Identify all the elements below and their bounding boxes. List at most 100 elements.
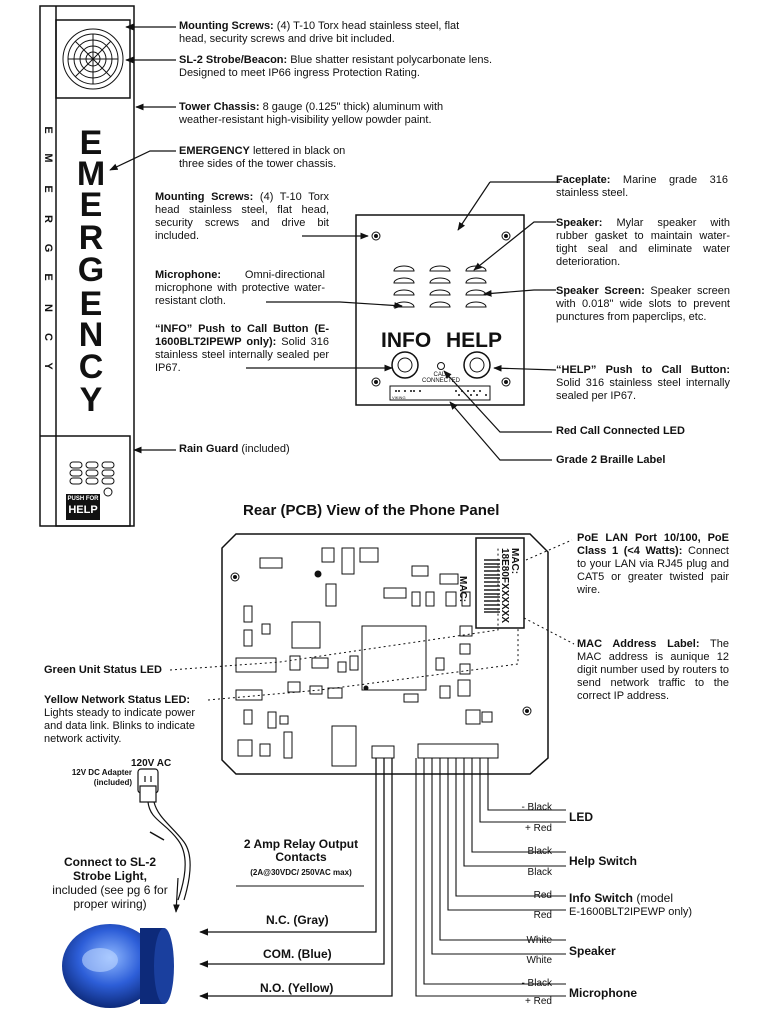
info-button-callout: “INFO” Push to Call Button (E-1600BLT2IP… <box>155 323 329 375</box>
rain-guard-callout: Rain Guard (included) <box>179 443 379 456</box>
callout-text: Solid 316 stainless steel internally sea… <box>155 336 330 374</box>
poe-callout: PoE LAN Port 10/100, PoE Class 1 (<4 Wat… <box>577 532 729 597</box>
emergency-letter: E <box>79 186 103 224</box>
help-button-plate <box>66 494 100 520</box>
callout-text: Solid 316 stainless steel internally sea… <box>556 377 730 402</box>
terminal-wires <box>415 758 566 997</box>
callout-title: “INFO” Push to Call Button (E-1600BLT2IP… <box>155 323 329 348</box>
front-faceplate <box>355 214 525 406</box>
adapter-label: 12V DC Adapter (included) <box>71 768 132 787</box>
info-switch-model: E-1600BLT2IPEWP only) <box>569 906 693 918</box>
emergency-letter: E <box>79 124 103 162</box>
mac-value: 18E80FXXXXXX <box>499 548 510 624</box>
callout-text: Blue shatter resistant polycarbonate len… <box>179 54 493 79</box>
call-connected-label: CALL CONNECTED <box>421 372 460 384</box>
strobe-beacon <box>62 28 124 90</box>
pcb-dotted-lines <box>169 539 575 701</box>
wire-label: White <box>526 955 552 966</box>
emergency-letter: R <box>78 219 104 257</box>
callout-title: Speaker Screen: <box>556 285 645 297</box>
callout-text: Mylar speaker with rubber gasket to main… <box>556 217 730 268</box>
relay-no-label: N.O. (Yellow) <box>260 981 334 995</box>
callout-text: Speaker screen with 0.018" wide slots to… <box>556 285 731 323</box>
callout-title: EMERGENCY <box>179 145 250 157</box>
info-switch-wire-group: Info Switch (model E-1600BLT2IPEWP only) <box>569 891 759 919</box>
callout-title: Speaker: <box>556 217 603 229</box>
rear-view-title: Rear (PCB) View of the Phone Panel <box>243 502 500 519</box>
callout-text: (model <box>636 891 674 905</box>
wire-label: + Red <box>525 996 552 1007</box>
pcb-components <box>230 547 532 767</box>
side-emergency-letter: M <box>42 153 54 163</box>
side-emergency-letter: G <box>42 243 54 253</box>
callout-text: lettered in black on three sides of the … <box>179 145 346 170</box>
emergency-letter: E <box>79 285 103 323</box>
callout-text: 8 gauge (0.125" thick) aluminum with wea… <box>179 101 444 126</box>
panel-screws <box>371 231 511 387</box>
callout-title: Mounting Screws: <box>179 20 274 32</box>
callout-title: Faceplate: <box>556 174 611 186</box>
mounting-screws-top-callout: Mounting Screws: (4) T-10 Torx head stai… <box>179 20 479 46</box>
red-led-callout: Red Call Connected LED <box>556 425 685 437</box>
callout-lines <box>109 23 560 461</box>
info-panel-label: INFO <box>381 329 432 352</box>
relay-wires <box>199 758 393 1000</box>
mac-label: MAC: <box>457 576 468 603</box>
yellow-led-callout: Yellow Network Status LED: Lights steady… <box>44 694 208 746</box>
speaker-screen-callout: Speaker Screen: Speaker screen with 0.01… <box>556 285 730 324</box>
emergency-callout: EMERGENCY lettered in black on three sid… <box>179 145 369 171</box>
callout-title: Tower Chassis: <box>179 101 260 113</box>
chassis-callout: Tower Chassis: 8 gauge (0.125" thick) al… <box>179 101 489 127</box>
braille-callout: Grade 2 Braille Label <box>556 454 666 466</box>
pcb-board <box>221 533 549 775</box>
tower-chassis <box>39 5 135 527</box>
callout-text: (4) T-10 Torx head stainless steel, flat… <box>155 191 329 242</box>
callout-text: Lights steady to indicate power and data… <box>44 707 196 745</box>
side-emergency-letter: N <box>42 304 54 312</box>
help-plate-label: HELP <box>68 504 98 516</box>
led-wire-group: LED <box>569 810 593 824</box>
side-emergency-letter: C <box>42 333 54 341</box>
help-panel-label: HELP <box>446 329 503 352</box>
callout-title: “HELP” Push to Call Button: <box>556 364 730 376</box>
emergency-letter: G <box>77 251 105 289</box>
callout-title: Connect to SL-2 Strobe Light, <box>64 855 156 883</box>
strobe-callout: SL-2 Strobe/Beacon: Blue shatter resista… <box>179 54 509 80</box>
wire-label: Black <box>527 867 552 878</box>
green-led-callout: Green Unit Status LED <box>44 664 162 676</box>
strobe-light <box>62 924 174 1008</box>
side-emergency-letter: E <box>42 185 54 193</box>
push-for-label: PUSH FOR <box>67 496 99 502</box>
side-emergency-letter: E <box>42 273 54 281</box>
callout-title: PoE LAN Port 10/100, PoE Class 1 (<4 Wat… <box>577 532 729 557</box>
mac-label: MAC: <box>509 548 520 575</box>
help-push-button <box>463 351 491 379</box>
wire-label: - Black <box>521 802 552 813</box>
wire-label: Red <box>533 890 552 901</box>
callout-text: included (see pg 6 for proper wiring) <box>52 883 168 911</box>
red-call-led <box>437 362 445 370</box>
wire-label: + Red <box>525 823 552 834</box>
mounting-screws-panel-callout: Mounting Screws: (4) T-10 Torx head stai… <box>155 191 329 243</box>
emergency-letter: N <box>78 316 104 354</box>
mac-callout: MAC Address Label: The MAC address is au… <box>577 638 729 703</box>
relay-com-label: COM. (Blue) <box>263 947 332 961</box>
side-emergency-letter: E <box>42 126 54 134</box>
callout-text: Marine grade 316 stainless steel. <box>556 174 728 199</box>
help-switch-wire-group: Help Switch <box>569 854 638 868</box>
wire-label: Red <box>533 910 552 921</box>
microphone-callout: Microphone: Omni-directional microphone … <box>155 269 325 308</box>
emergency-letter: M <box>76 155 106 193</box>
wall-outlet <box>137 768 191 901</box>
faceplate-callout: Faceplate: Marine grade 316 stainless st… <box>556 174 728 200</box>
callout-text: Omni-directional microphone with protect… <box>155 269 325 307</box>
callout-title: Info Switch <box>569 891 633 905</box>
speaker-callout: Speaker: Mylar speaker with rubber gaske… <box>556 217 730 269</box>
wire-label: Black <box>527 846 552 857</box>
callout-text: The MAC address is aunique 12 digit numb… <box>577 638 729 702</box>
side-emergency-letter: Y <box>42 362 54 370</box>
ac-label: 120V AC <box>131 758 172 769</box>
callout-text: Connect to your LAN via RJ45 plug and CA… <box>577 545 729 596</box>
